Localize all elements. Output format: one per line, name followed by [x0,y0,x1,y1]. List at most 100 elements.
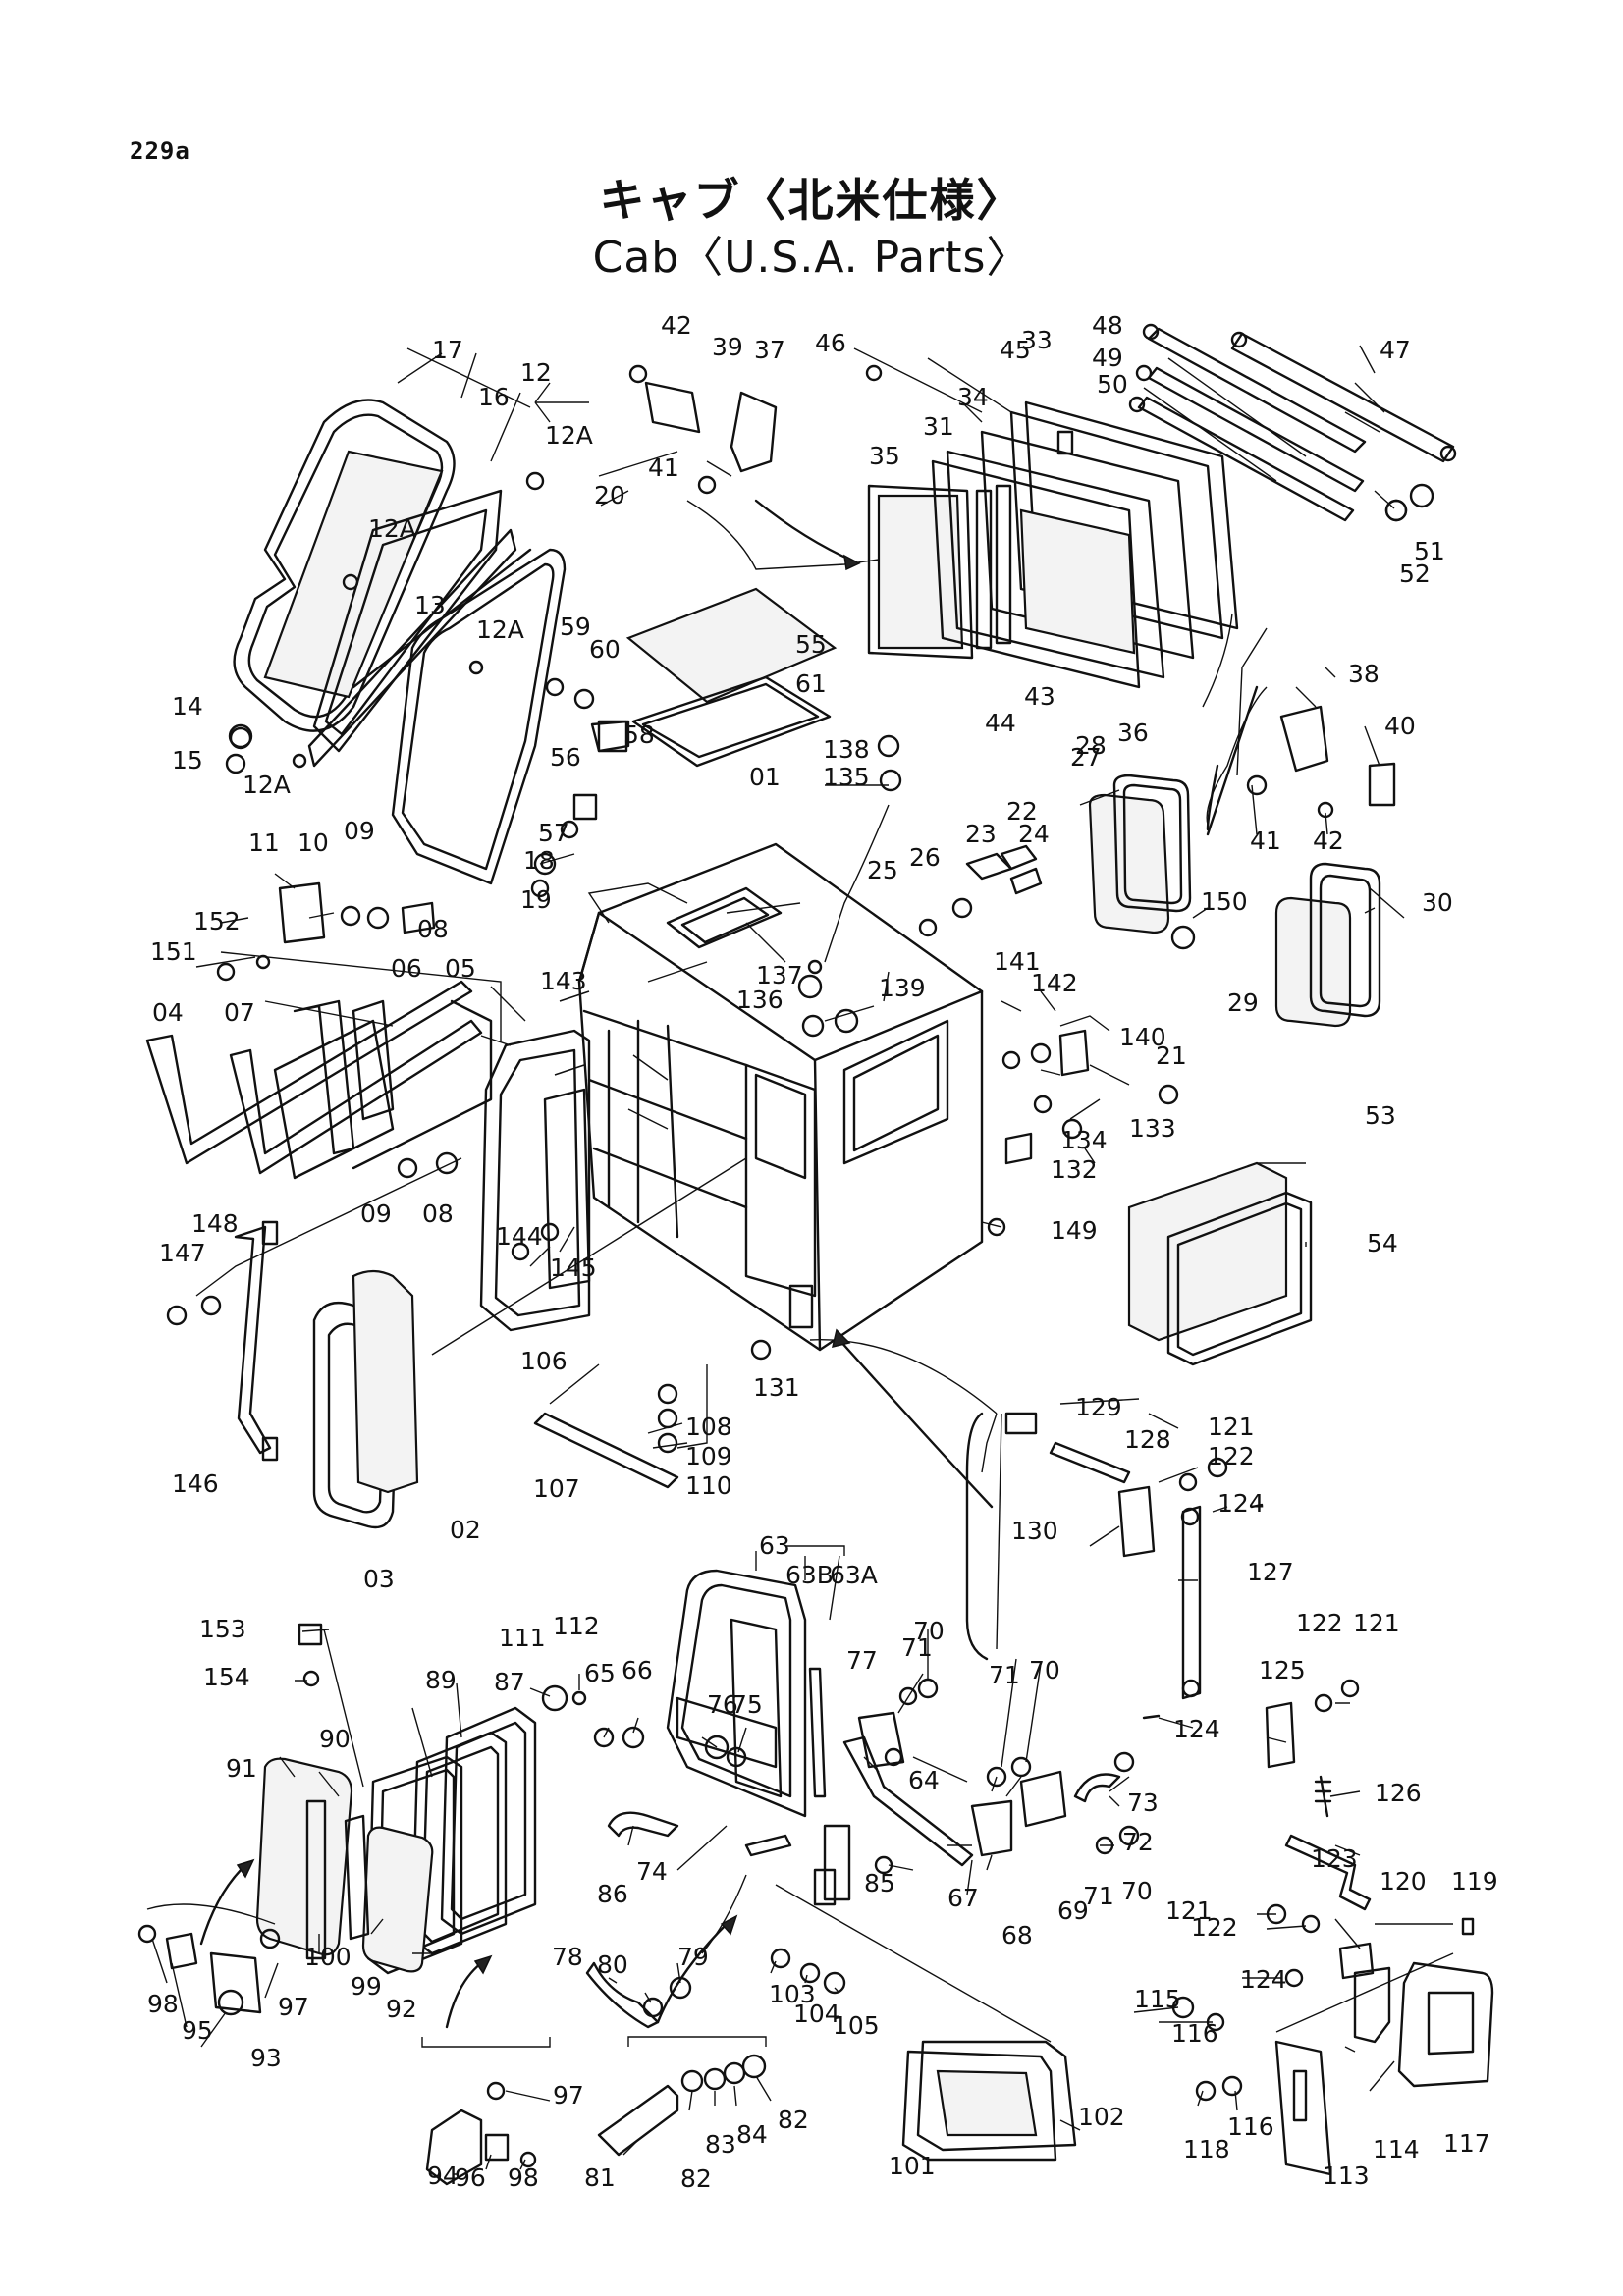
part-label: 16 [478,383,510,411]
part-label: 39 [712,333,743,361]
part-label: 45 [1000,336,1031,364]
part-label: 118 [1183,2135,1230,2163]
part-label: 138 [823,735,870,764]
cab-body [554,842,984,1352]
part-label: 13 [414,591,446,619]
part-label: 108 [685,1413,732,1441]
part-label: 31 [923,412,954,441]
part-label: 97 [553,2081,584,2109]
part-label: 105 [833,2011,880,2040]
part-label: 70 [1029,1656,1060,1684]
part-label: 38 [1348,660,1380,688]
part-label: 144 [496,1222,543,1251]
part-label: 12A [368,514,416,543]
part-label: 29 [1227,988,1259,1017]
part-label: 130 [1011,1517,1058,1545]
part-label: 54 [1367,1229,1398,1257]
part-label: 87 [494,1668,525,1696]
part-label: 06 [391,954,422,983]
part-label: 114 [1373,2135,1420,2163]
part-label: 96 [455,2163,486,2192]
part-label: 113 [1323,2162,1370,2190]
part-label: 117 [1443,2129,1490,2158]
part-label: 142 [1031,969,1078,997]
part-label: 71 [989,1661,1020,1689]
part-label: 82 [778,2106,809,2134]
part-label: 98 [508,2163,539,2192]
part-label: 02 [450,1516,481,1544]
part-label: 17 [432,336,463,364]
part-label: 119 [1451,1867,1498,1896]
part-label: 106 [520,1347,568,1375]
part-label: 82 [680,2164,712,2193]
part-label: 20 [594,481,625,509]
part-label: 137 [756,961,803,989]
part-label: 93 [250,2044,282,2072]
part-label: 116 [1171,2019,1218,2048]
part-label: 89 [425,1666,457,1694]
part-label: 33 [1021,326,1053,354]
part-label: 116 [1227,2112,1274,2141]
part-label: 84 [736,2120,768,2149]
part-label: 24 [1018,820,1050,848]
side-windows [312,1029,591,1529]
part-label: 12A [476,615,524,644]
part-label: 73 [1127,1789,1159,1817]
part-label: 135 [823,763,870,791]
part-label: 121 [1353,1609,1400,1637]
part-label: 109 [685,1442,732,1470]
part-label: 27 [1070,743,1102,772]
part-label: 15 [172,746,203,774]
part-label: 112 [553,1612,600,1640]
part-label: 07 [224,998,255,1027]
part-label: 12 [520,358,552,387]
part-label: 111 [499,1624,546,1652]
part-label: 124 [1240,1965,1287,1994]
part-label: 72 [1122,1828,1154,1856]
part-label: 05 [445,954,476,983]
part-label: 50 [1097,370,1128,399]
part-label: 04 [152,998,184,1027]
part-label: 101 [889,2152,936,2180]
front-window-frames [233,399,567,885]
part-label: 48 [1092,311,1123,340]
part-label: 65 [584,1659,616,1687]
page-title-japanese: キャブ〈北米仕様〉 [599,174,1024,227]
part-label: 110 [685,1471,732,1500]
part-label: 67 [947,1884,979,1912]
part-label: 09 [360,1200,392,1228]
part-number-labels: 01 02 03 04 05 06 07 08 08 09 09 10 11 1… [147,311,1498,2193]
door-linkage [965,1412,1494,2176]
part-label: 18 [523,846,555,875]
part-label: 86 [597,1880,628,1908]
part-label: 69 [1057,1896,1089,1925]
part-label: 64 [908,1766,940,1794]
part-label: 53 [1365,1101,1396,1130]
part-label: 57 [538,819,569,847]
part-label: 68 [1001,1921,1033,1949]
part-label: 97 [278,1993,309,2021]
part-label: 21 [1156,1041,1187,1070]
roof-hatch [572,587,838,821]
part-label: 136 [736,986,784,1014]
part-label: 153 [199,1615,246,1643]
part-label: 74 [636,1857,668,1886]
part-label: 30 [1422,888,1453,917]
part-label: 60 [589,635,621,664]
part-label: 107 [533,1474,580,1503]
page-title-english: Cab〈U.S.A. Parts〉 [592,233,1031,283]
part-label: 139 [879,974,926,1002]
part-label: 92 [386,1995,417,2023]
part-label: 131 [753,1373,800,1402]
part-label: 08 [417,915,449,943]
part-label: 147 [159,1239,206,1267]
part-label: 35 [869,442,900,470]
part-label: 12A [545,421,593,450]
part-label: 141 [994,947,1041,976]
part-label: 152 [193,907,241,935]
part-label: 34 [957,383,989,411]
part-label: 91 [226,1754,257,1783]
part-label: 42 [661,311,692,340]
part-label: 49 [1092,344,1123,372]
